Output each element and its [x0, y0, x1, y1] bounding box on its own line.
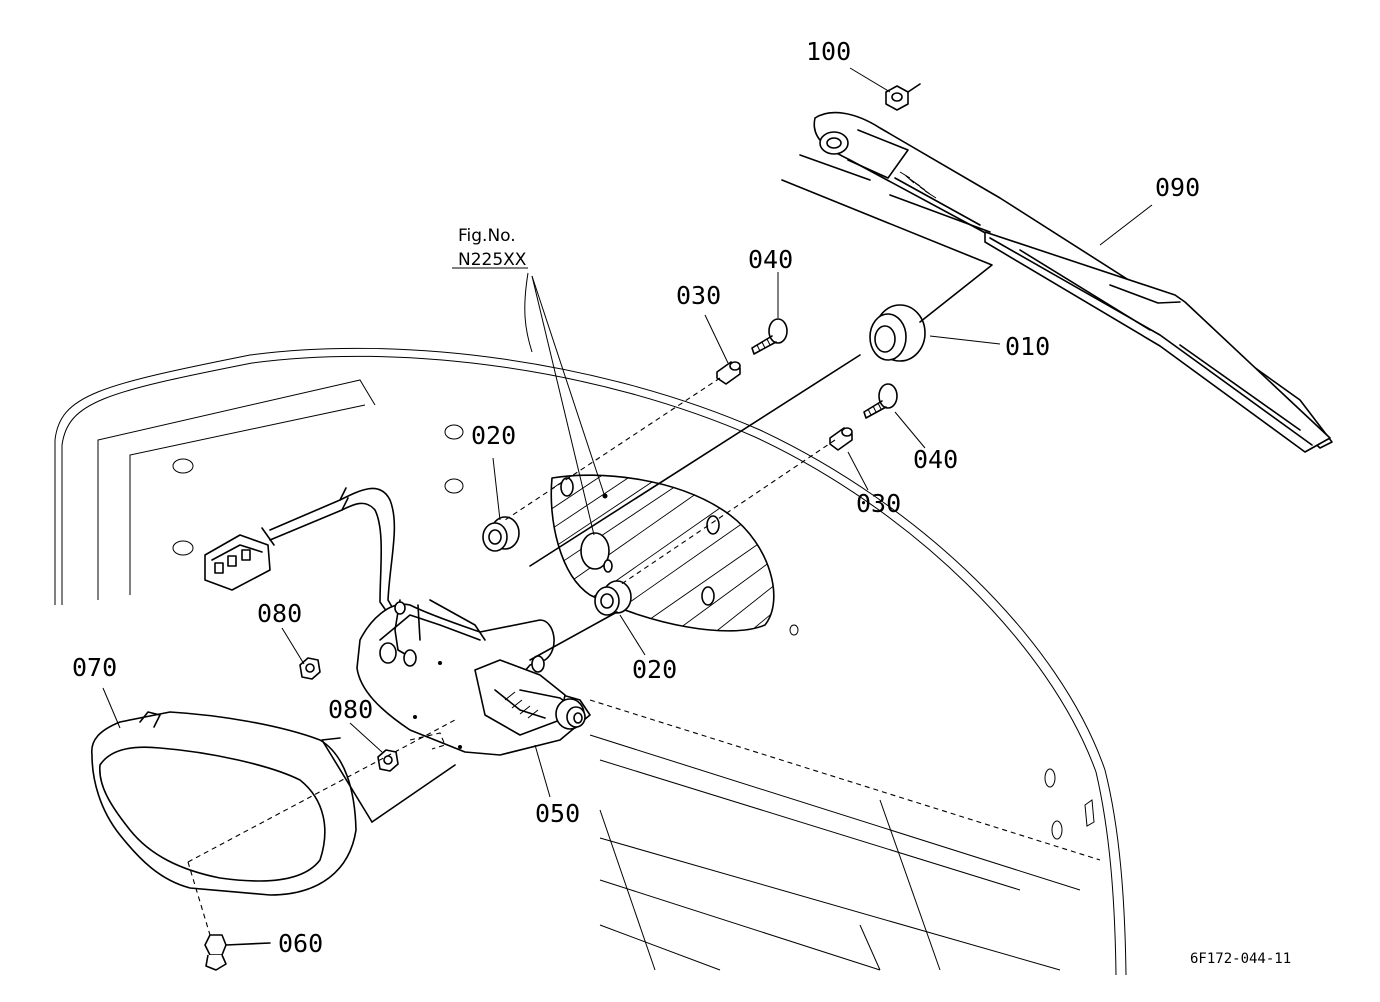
label-040-lower: 040 — [913, 445, 958, 474]
grommet-020-lower — [594, 580, 632, 616]
drawing-code: 6F172-044-11 — [1190, 951, 1291, 967]
screw-060 — [204, 934, 271, 971]
label-060: 060 — [278, 929, 323, 958]
label-040-upper: 040 — [748, 245, 793, 274]
assembly-lines — [187, 154, 993, 936]
label-030-lower: 030 — [856, 489, 901, 518]
nut-080-upper — [299, 657, 321, 680]
label-080-upper: 080 — [257, 599, 302, 628]
label-050: 050 — [535, 799, 580, 828]
label-070: 070 — [72, 653, 117, 682]
grommet-020-upper — [482, 516, 520, 552]
figure-ref-number: N225XX — [458, 250, 527, 270]
label-090: 090 — [1155, 173, 1200, 202]
label-020-upper: 020 — [471, 421, 516, 450]
wire-harness-connector — [204, 487, 396, 613]
screw-040-lower — [863, 383, 898, 419]
label-080-lower: 080 — [328, 695, 373, 724]
figure-ref-title: Fig.No. — [458, 226, 516, 246]
pivot-cap-010 — [869, 304, 926, 362]
nut-080-lower — [377, 749, 399, 772]
label-100: 100 — [806, 37, 851, 66]
label-010: 010 — [1005, 332, 1050, 361]
part-labels: 100 090 010 040 030 040 030 020 020 080 … — [72, 37, 1291, 967]
wiper-motor-050 — [356, 599, 591, 756]
spacer-030-lower — [829, 427, 853, 451]
hatched-shield — [550, 474, 775, 632]
nut-100 — [885, 83, 921, 111]
leader-lines — [102, 67, 1153, 798]
label-030-upper: 030 — [676, 281, 721, 310]
wiper-arm-090 — [813, 111, 1333, 453]
screw-040-upper — [751, 318, 788, 355]
spacer-030-upper — [716, 361, 741, 385]
rear-window-panel — [54, 347, 1127, 976]
motor-cover-070 — [91, 711, 357, 896]
label-020-lower: 020 — [632, 655, 677, 684]
